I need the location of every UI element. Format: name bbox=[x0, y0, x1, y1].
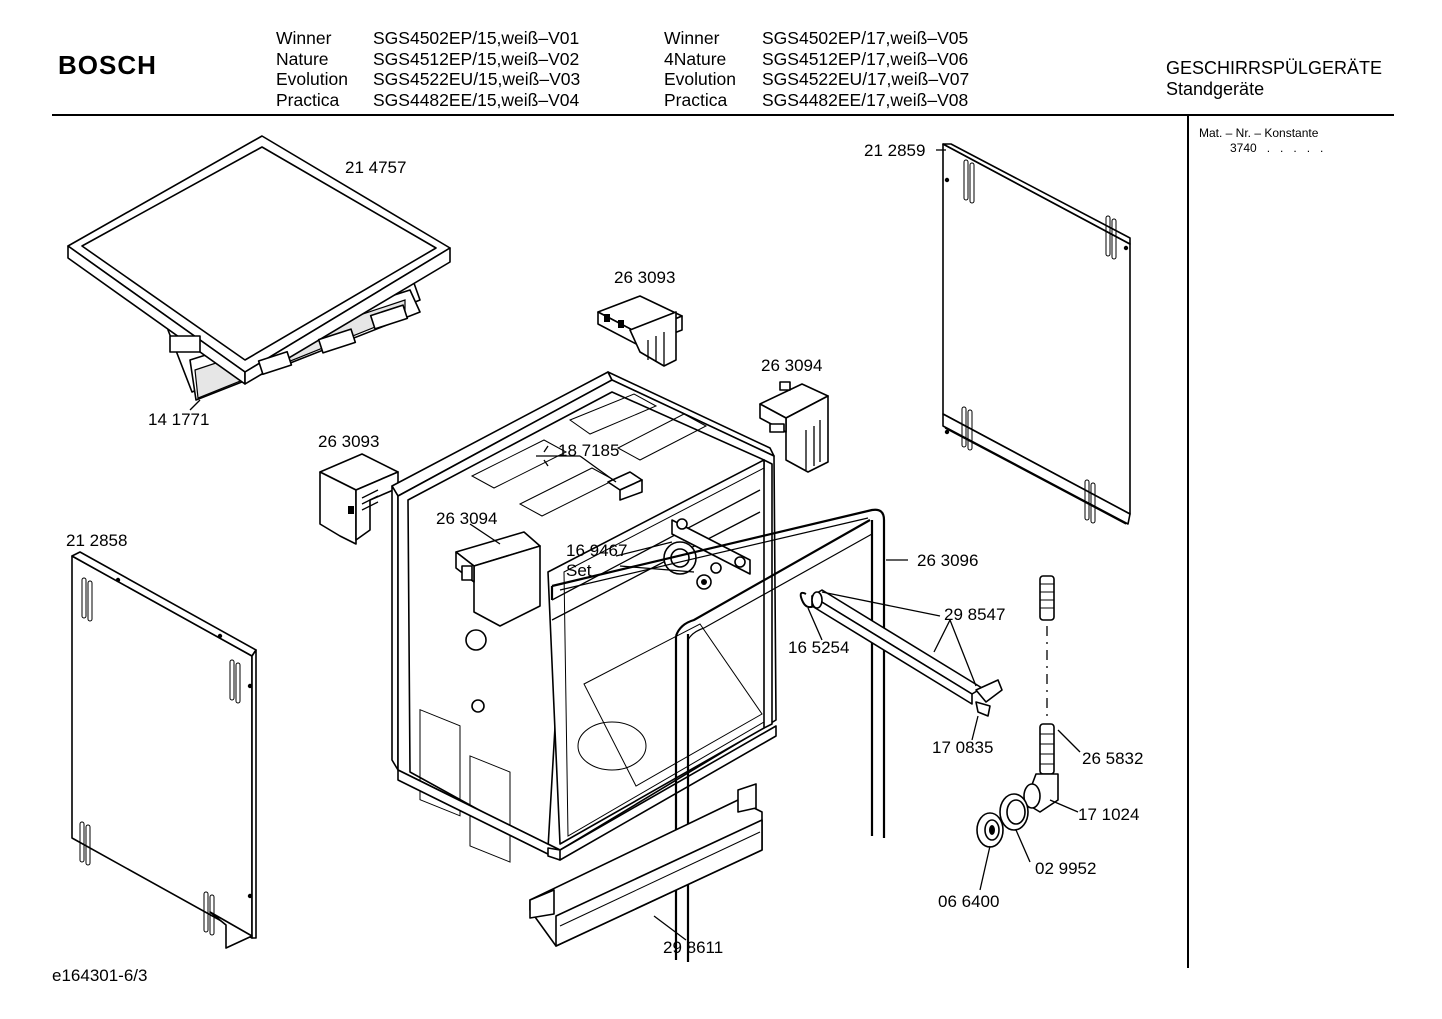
part-label-bracket-right: 26 3094 bbox=[761, 356, 823, 375]
model-code: SGS4522EU/17,weiß–V07 bbox=[762, 69, 970, 89]
bracket-left-drawing bbox=[319, 453, 399, 545]
part-label-rail-pair: 29 8547 bbox=[944, 605, 1006, 624]
material-number-value: 3740 . . . . . bbox=[1230, 141, 1324, 155]
part-label-side-panel-left: 21 2858 bbox=[66, 531, 128, 550]
leader-lines bbox=[189, 149, 1081, 941]
top-cover-drawing bbox=[67, 135, 451, 401]
model-name: Practica bbox=[664, 89, 728, 110]
model-code: SGS4502EP/15,weiß–V01 bbox=[373, 28, 580, 48]
part-label-top-frame: 14 1771 bbox=[148, 410, 210, 429]
part-label-clip-ring: 16 5254 bbox=[788, 638, 850, 657]
door-seal-drawing bbox=[550, 508, 886, 962]
part-label-base-strip: 29 8611 bbox=[663, 938, 724, 957]
part-label-clip: 18 7185 bbox=[558, 441, 620, 460]
part-label-set: Set bbox=[566, 561, 592, 580]
part-label-bracket-top: 26 3093 bbox=[614, 268, 676, 287]
base-strip-drawing bbox=[529, 783, 763, 947]
part-label-bracket-inner: 26 3094 bbox=[436, 509, 498, 528]
model-name: Evolution bbox=[276, 69, 348, 89]
category-subtitle: Standgeräte bbox=[1166, 79, 1265, 99]
model-name: Winner bbox=[276, 28, 332, 48]
model-codes-right: SGS4502EP/17,weiß–V05 SGS4512EP/17,weiß–… bbox=[762, 28, 969, 110]
model-codes-left: SGS4502EP/15,weiß–V01 SGS4512EP/15,weiß–… bbox=[373, 28, 580, 110]
model-code: SGS4522EU/15,weiß–V03 bbox=[373, 69, 581, 89]
model-name: Nature bbox=[276, 48, 329, 69]
part-label-hose: 26 5832 bbox=[1082, 749, 1144, 768]
model-name: Practica bbox=[276, 89, 340, 110]
document-id: e164301-6/3 bbox=[52, 966, 148, 985]
part-label-side-panel-right: 21 2859 bbox=[864, 141, 926, 160]
model-code: SGS4502EP/17,weiß–V05 bbox=[762, 28, 969, 48]
model-code: SGS4482EE/17,weiß–V08 bbox=[762, 89, 969, 110]
part-label-bracket-left: 26 3093 bbox=[318, 432, 380, 451]
part-label-door-seal: 26 3096 bbox=[917, 551, 979, 570]
header-divider bbox=[52, 114, 1394, 116]
category-title: GESCHIRRSPÜLGERÄTE bbox=[1166, 58, 1383, 78]
material-number-title: Mat. – Nr. – Konstante bbox=[1199, 126, 1319, 140]
model-code: SGS4512EP/17,weiß–V06 bbox=[762, 48, 969, 69]
hose-assembly-drawing bbox=[976, 575, 1059, 848]
part-label-rail-end: 17 0835 bbox=[932, 738, 994, 757]
model-code: SGS4482EE/15,weiß–V04 bbox=[373, 89, 580, 110]
sidebar-divider bbox=[1187, 116, 1189, 968]
part-label-set-part: 16 9467 bbox=[566, 541, 628, 560]
model-names-left: Winner Nature Evolution Practica bbox=[276, 28, 348, 110]
part-label-nut: 06 6400 bbox=[938, 892, 1000, 911]
material-number-block: Mat. – Nr. – Konstante 3740 . . . . . bbox=[1199, 126, 1323, 156]
bracket-top-drawing bbox=[597, 295, 683, 367]
door-rail-drawing bbox=[799, 589, 1003, 717]
bracket-right-drawing bbox=[759, 381, 829, 473]
right-side-panel-drawing bbox=[942, 143, 1131, 525]
model-name: Winner bbox=[664, 28, 720, 48]
brand-logo: BOSCH bbox=[58, 50, 157, 80]
part-label-seal-ring: 02 9952 bbox=[1035, 859, 1097, 878]
part-label-top-cover: 21 4757 bbox=[345, 158, 407, 177]
model-name: Evolution bbox=[664, 69, 736, 89]
part-label-elbow: 17 1024 bbox=[1078, 805, 1140, 824]
model-code: SGS4512EP/15,weiß–V02 bbox=[373, 48, 580, 69]
model-names-right: Winner 4Nature Evolution Practica bbox=[664, 28, 736, 110]
left-side-panel-drawing bbox=[71, 551, 257, 949]
tub-body-drawing bbox=[391, 371, 777, 863]
model-name: 4Nature bbox=[664, 48, 727, 69]
category-block: GESCHIRRSPÜLGERÄTE Standgeräte bbox=[1166, 58, 1382, 100]
